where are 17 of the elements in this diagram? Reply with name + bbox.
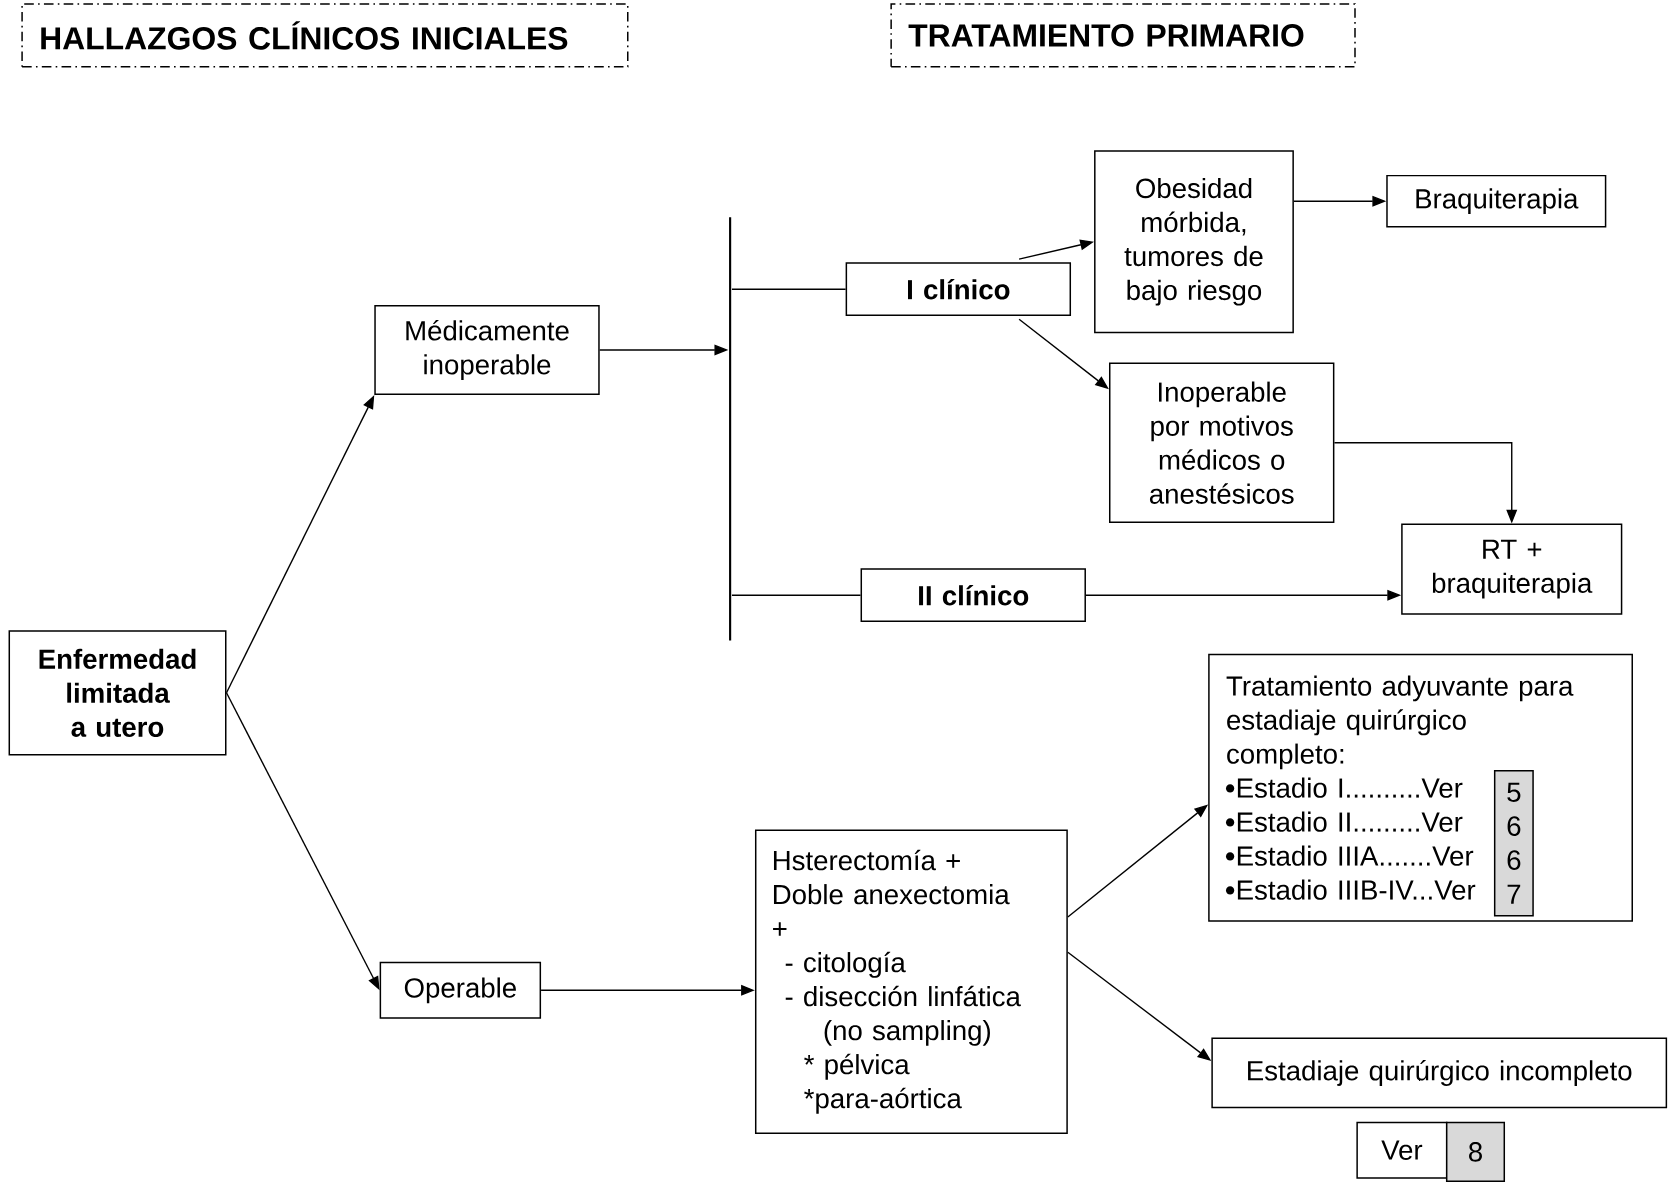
connector-line [731, 288, 847, 290]
process-box: I clínico [845, 262, 1072, 317]
process-box: Hsterectomía + Doble anexectomia + - citología - disección linfática (no sampling) * pélvica *para-aórtica [754, 829, 1068, 1135]
process-box: Braquiterapia [1386, 174, 1607, 228]
process-box: Médicamente inoperable [374, 305, 600, 396]
process-box: Inoperable por motivos médicos o anestésicos [1109, 362, 1335, 524]
process-box: Obesidad mórbida, tumores de bajo riesgo [1094, 150, 1294, 334]
reference-number-box: 5 6 6 7 [1493, 770, 1534, 917]
connector-line [731, 594, 862, 596]
header-box: HALLAZGOS CLÍNICOS INICIALES [21, 3, 629, 68]
process-box: Estadiaje quirúrgico incompleto [1211, 1037, 1668, 1109]
process-box: II clínico [860, 568, 1086, 623]
header-box: TRATAMIENTO PRIMARIO [890, 3, 1356, 68]
process-box: RT + braquiterapia [1401, 523, 1623, 615]
reference-number-box: 8 [1445, 1121, 1506, 1182]
process-box: Operable [379, 961, 542, 1019]
process-box: Enfermedad limitada a utero [8, 630, 227, 756]
